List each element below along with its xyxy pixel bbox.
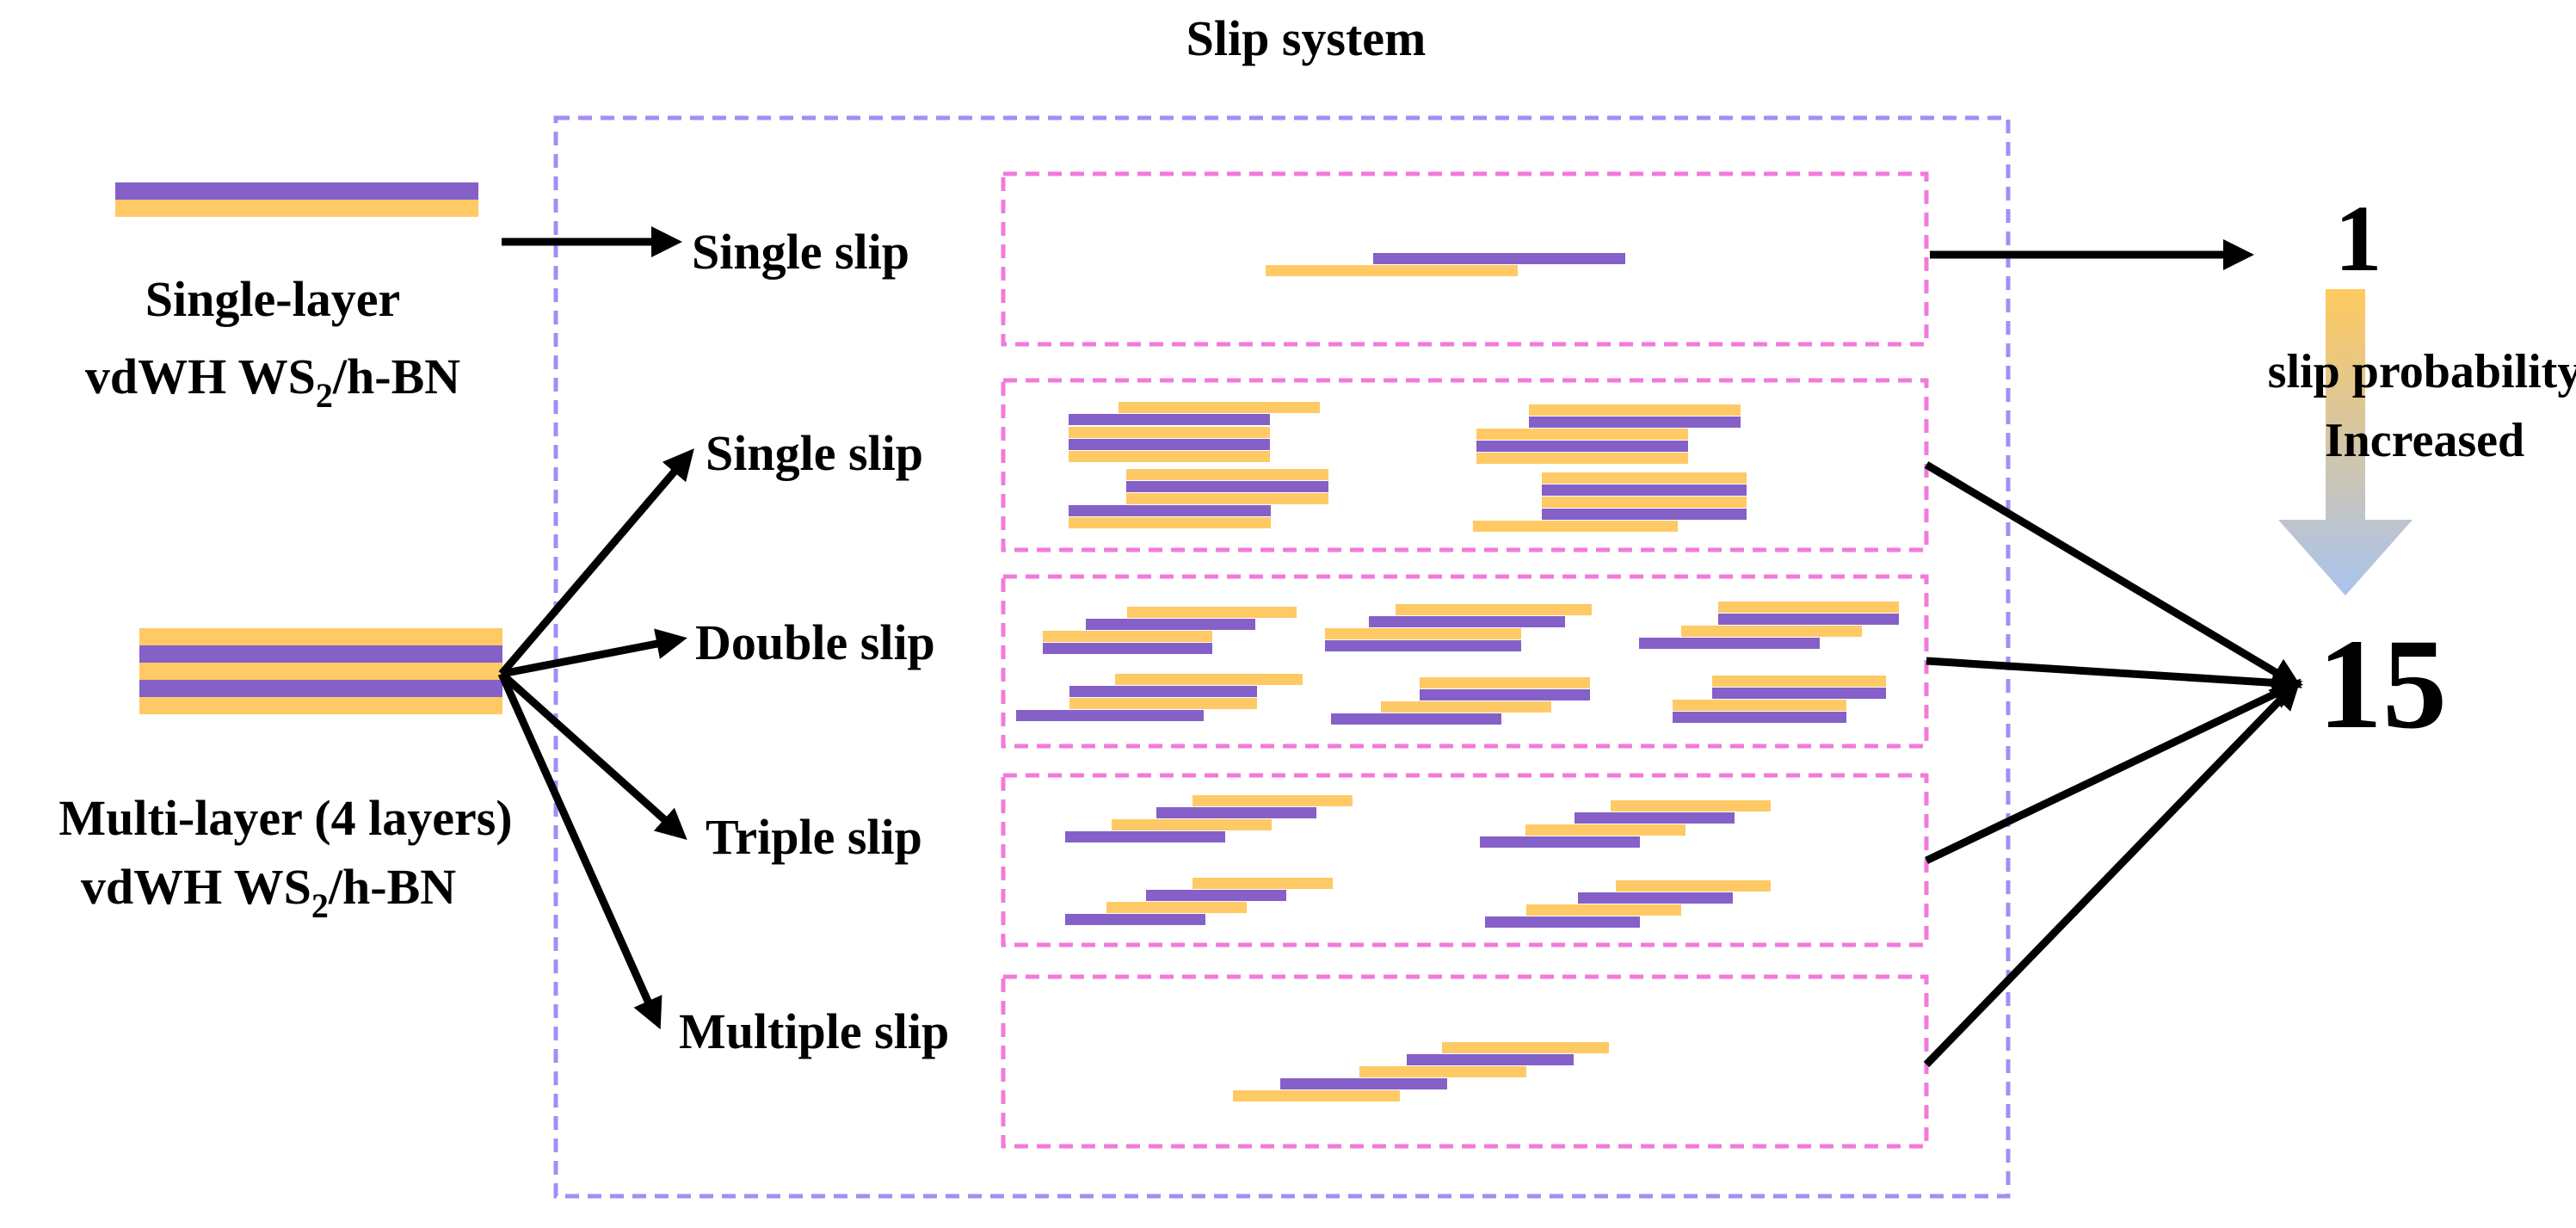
ws2-layer-bar (1331, 713, 1501, 725)
slip-system-frame (553, 115, 2011, 1199)
ws2-layer-bar (1420, 689, 1590, 700)
arrow-multi-to-row-3 (501, 628, 687, 678)
hbn-layer-bar (1476, 429, 1688, 440)
ws2-layer-bar (1639, 638, 1820, 649)
hbn-layer-bar (1616, 880, 1771, 892)
ws2-layer-bar (1146, 890, 1286, 901)
arrow-multi-to-row-2 (498, 448, 694, 676)
ws2-layer-bar (1016, 710, 1204, 721)
ws2-layer-bar (1156, 807, 1316, 818)
hbn-layer-bar (1069, 451, 1270, 462)
row-frame-1 (1001, 171, 1929, 347)
hbn-layer-bar (1233, 1090, 1400, 1101)
hbn-layer-bar (1525, 824, 1685, 836)
hbn-layer-bar (1112, 819, 1272, 830)
hbn-layer-bar (1681, 626, 1862, 637)
ws2-layer-bar (1542, 509, 1747, 520)
hbn-layer-bar (1106, 902, 1247, 913)
arrow-multi-to-row-5 (497, 672, 662, 1030)
ws2-layer-bar (1369, 616, 1565, 627)
hbn-layer-bar (1473, 521, 1678, 532)
ws2-layer-bar (1069, 414, 1270, 425)
hbn-layer-bar (1069, 427, 1270, 438)
diagram-title: Slip system (1186, 10, 1427, 66)
hbn-layer-bar (1381, 701, 1551, 713)
row-label-1: Single slip (692, 224, 909, 280)
row-label-4: Triple slip (706, 809, 922, 865)
hbn-layer-bar (1542, 472, 1747, 484)
arrow-row-2-to-max (1924, 461, 2302, 688)
hbn-layer-bar (1712, 676, 1886, 687)
ws2-layer-bar (1373, 253, 1625, 264)
hbn-layer-bar (1127, 607, 1297, 618)
ws2-layer-bar (1086, 619, 1255, 630)
hbn-layer-bar (1718, 602, 1899, 613)
slip-probability-label: slip probability (2268, 345, 2576, 398)
ws2-layer-bar (1069, 505, 1271, 516)
ws2-layer-bar (1065, 831, 1225, 842)
hbn-layer-bar (1069, 698, 1257, 709)
hbn-layer-bar (1673, 700, 1846, 711)
hbn-layer-bar (1442, 1042, 1609, 1053)
ws2-layer-bar (1407, 1054, 1574, 1065)
ws2-layer-bar (1476, 441, 1688, 452)
multi-layer-stack (139, 628, 502, 714)
slip-count-min: 1 (2335, 186, 2382, 291)
arrow-multi-to-row-4 (498, 670, 687, 841)
hbn-layer-bar (1192, 878, 1333, 889)
hbn-layer-bar (1611, 800, 1771, 811)
ws2-layer-bar (1280, 1078, 1447, 1089)
layer-bars (1016, 253, 1899, 1101)
hbn-layer-bar (1325, 628, 1521, 639)
ws2-layer-bar (1480, 836, 1640, 848)
multi-layer-material: vdWH WS2/h-BN (81, 859, 456, 925)
hbn-layer-bar (1396, 604, 1592, 615)
ws2-layer-bar (1126, 481, 1328, 492)
hbn-layer-bar (1043, 631, 1212, 642)
ws2-layer-bar (1575, 812, 1735, 824)
ws2-layer-bar (1673, 712, 1846, 723)
hbn-layer-bar (1126, 469, 1328, 480)
hbn-layer-bar (1542, 497, 1747, 508)
hbn-layer-bar (1359, 1066, 1526, 1077)
hbn-layer-bar (1119, 402, 1320, 413)
hbn-layer-bar (1476, 453, 1688, 464)
ws2-layer-bar (1529, 417, 1741, 428)
ws2-layer-bar (1578, 892, 1733, 904)
arrow-row-4-to-max (1925, 680, 2303, 865)
probability-gradient-arrow (2278, 289, 2413, 595)
hbn-layer-bar (1420, 677, 1590, 688)
slip-probability-label-2: Increased (2325, 414, 2524, 467)
ws2-layer-bar (1485, 916, 1640, 928)
row-label-5: Multiple slip (679, 1003, 949, 1059)
ws2-layer-bar (1069, 439, 1270, 450)
hbn-layer-bar (1192, 795, 1353, 806)
single-layer-material: vdWH WS2/h-BN (85, 349, 460, 415)
row-label-3: Double slip (695, 614, 935, 670)
hbn-layer-bar (1266, 265, 1518, 276)
multi-layer-label: Multi-layer (4 layers) (59, 790, 512, 846)
hbn-layer-bar (1526, 904, 1681, 916)
hbn-layer-bar (1069, 517, 1271, 528)
arrow-row-5-to-max (1923, 678, 2302, 1068)
single-layer-label: Single-layer (145, 271, 400, 327)
hbn-layer-bar (1115, 674, 1303, 685)
ws2-layer-bar (1712, 688, 1886, 699)
ws2-layer-bar (1718, 614, 1899, 625)
hbn-layer-bar (1529, 404, 1741, 416)
row-label-2: Single slip (706, 425, 923, 481)
ws2-layer-bar (1069, 686, 1257, 697)
ws2-layer-bar (1065, 914, 1205, 925)
single-layer-stack (115, 182, 478, 217)
ws2-layer-bar (1542, 484, 1747, 496)
arrow-row-3-to-max (1926, 657, 2303, 699)
slip-count-max: 15 (2318, 613, 2447, 756)
ws2-layer-bar (1325, 640, 1521, 651)
ws2-layer-bar (1043, 643, 1212, 654)
hbn-layer-bar (1126, 493, 1328, 504)
